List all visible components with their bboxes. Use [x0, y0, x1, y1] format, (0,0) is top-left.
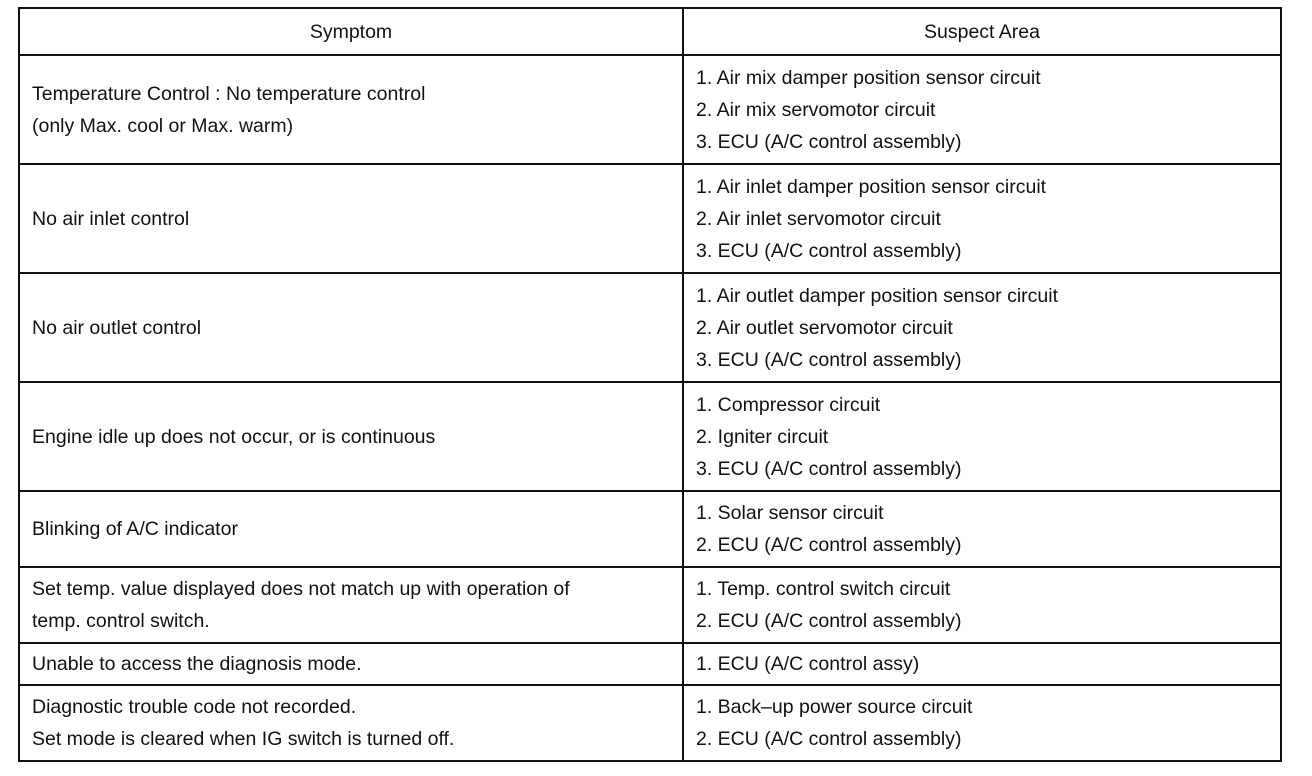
suspect-line: 2. Air mix servomotor circuit [696, 98, 936, 121]
table-row: No air outlet control 1. Air outlet damp… [18, 272, 1282, 383]
suspect-cell: 1. Solar sensor circuit 2. ECU (A/C cont… [682, 490, 1282, 568]
suspect-line: 2. Igniter circuit [696, 425, 829, 448]
symptom-cell: No air inlet control [18, 163, 684, 274]
table-row: Temperature Control : No temperature con… [18, 54, 1282, 165]
header-suspect-area: Suspect Area [682, 7, 1282, 56]
symptom-line: No air outlet control [32, 316, 202, 339]
document-page: Symptom Suspect Area Temperature Control… [18, 7, 1282, 762]
symptom-line: No air inlet control [32, 207, 190, 230]
suspect-cell: 1. Compressor circuit 2. Igniter circuit… [682, 381, 1282, 492]
suspect-cell: 1. Air mix damper position sensor circui… [682, 54, 1282, 165]
symptom-cell: Engine idle up does not occur, or is con… [18, 381, 684, 492]
symptom-line: Diagnostic trouble code not recorded. [32, 696, 357, 718]
table-row: Diagnostic trouble code not recorded. Se… [18, 684, 1282, 762]
suspect-line: 2. Air outlet servomotor circuit [696, 316, 953, 339]
suspect-cell: 1. Air inlet damper position sensor circ… [682, 163, 1282, 274]
suspect-cell: 1. Temp. control switch circuit 2. ECU (… [682, 566, 1282, 644]
symptom-line: Engine idle up does not occur, or is con… [32, 425, 436, 448]
symptom-line: Set temp. value displayed does not match… [32, 578, 570, 600]
suspect-line: 1. Back–up power source circuit [696, 696, 973, 718]
symptom-cell: Unable to access the diagnosis mode. [18, 642, 684, 686]
symptom-cell: Set temp. value displayed does not match… [18, 566, 684, 644]
suspect-line: 1. Air mix damper position sensor circui… [696, 66, 1041, 89]
suspect-line: 1. Solar sensor circuit [696, 502, 884, 524]
symptom-cell: No air outlet control [18, 272, 684, 383]
suspect-line: 3. ECU (A/C control assembly) [696, 239, 962, 262]
suspect-line: 1. Air outlet damper position sensor cir… [696, 284, 1059, 307]
suspect-line: 1. ECU (A/C control assy) [696, 653, 920, 675]
symptom-cell: Temperature Control : No temperature con… [18, 54, 684, 165]
header-symptom: Symptom [18, 7, 684, 56]
suspect-line: 3. ECU (A/C control assembly) [696, 457, 962, 480]
symptom-line: temp. control switch. [32, 610, 210, 632]
symptom-line: (only Max. cool or Max. warm) [32, 114, 294, 137]
suspect-line: 2. ECU (A/C control assembly) [696, 610, 962, 632]
symptom-line: Blinking of A/C indicator [32, 518, 238, 540]
suspect-line: 3. ECU (A/C control assembly) [696, 348, 962, 371]
suspect-line: 1. Compressor circuit [696, 393, 881, 416]
symptom-cell: Diagnostic trouble code not recorded. Se… [18, 684, 684, 762]
suspect-line: 2. ECU (A/C control assembly) [696, 534, 962, 556]
suspect-cell: 1. Back–up power source circuit 2. ECU (… [682, 684, 1282, 762]
symptom-cell: Blinking of A/C indicator [18, 490, 684, 568]
symptom-line: Temperature Control : No temperature con… [32, 82, 426, 105]
symptom-line: Unable to access the diagnosis mode. [32, 653, 362, 675]
symptom-line: Set mode is cleared when IG switch is tu… [32, 728, 455, 750]
header-row: Symptom Suspect Area [18, 7, 1282, 56]
table-row: No air inlet control 1. Air inlet damper… [18, 163, 1282, 274]
table-row: Unable to access the diagnosis mode. 1. … [18, 642, 1282, 686]
table-row: Blinking of A/C indicator 1. Solar senso… [18, 490, 1282, 568]
suspect-line: 2. Air inlet servomotor circuit [696, 207, 941, 230]
suspect-cell: 1. ECU (A/C control assy) [682, 642, 1282, 686]
table-row: Engine idle up does not occur, or is con… [18, 381, 1282, 492]
suspect-cell: 1. Air outlet damper position sensor cir… [682, 272, 1282, 383]
table-row: Set temp. value displayed does not match… [18, 566, 1282, 644]
suspect-line: 1. Air inlet damper position sensor circ… [696, 175, 1047, 198]
suspect-line: 1. Temp. control switch circuit [696, 578, 951, 600]
suspect-line: 3. ECU (A/C control assembly) [696, 130, 962, 153]
suspect-line: 2. ECU (A/C control assembly) [696, 728, 962, 750]
symptom-table: Symptom Suspect Area Temperature Control… [18, 7, 1282, 762]
